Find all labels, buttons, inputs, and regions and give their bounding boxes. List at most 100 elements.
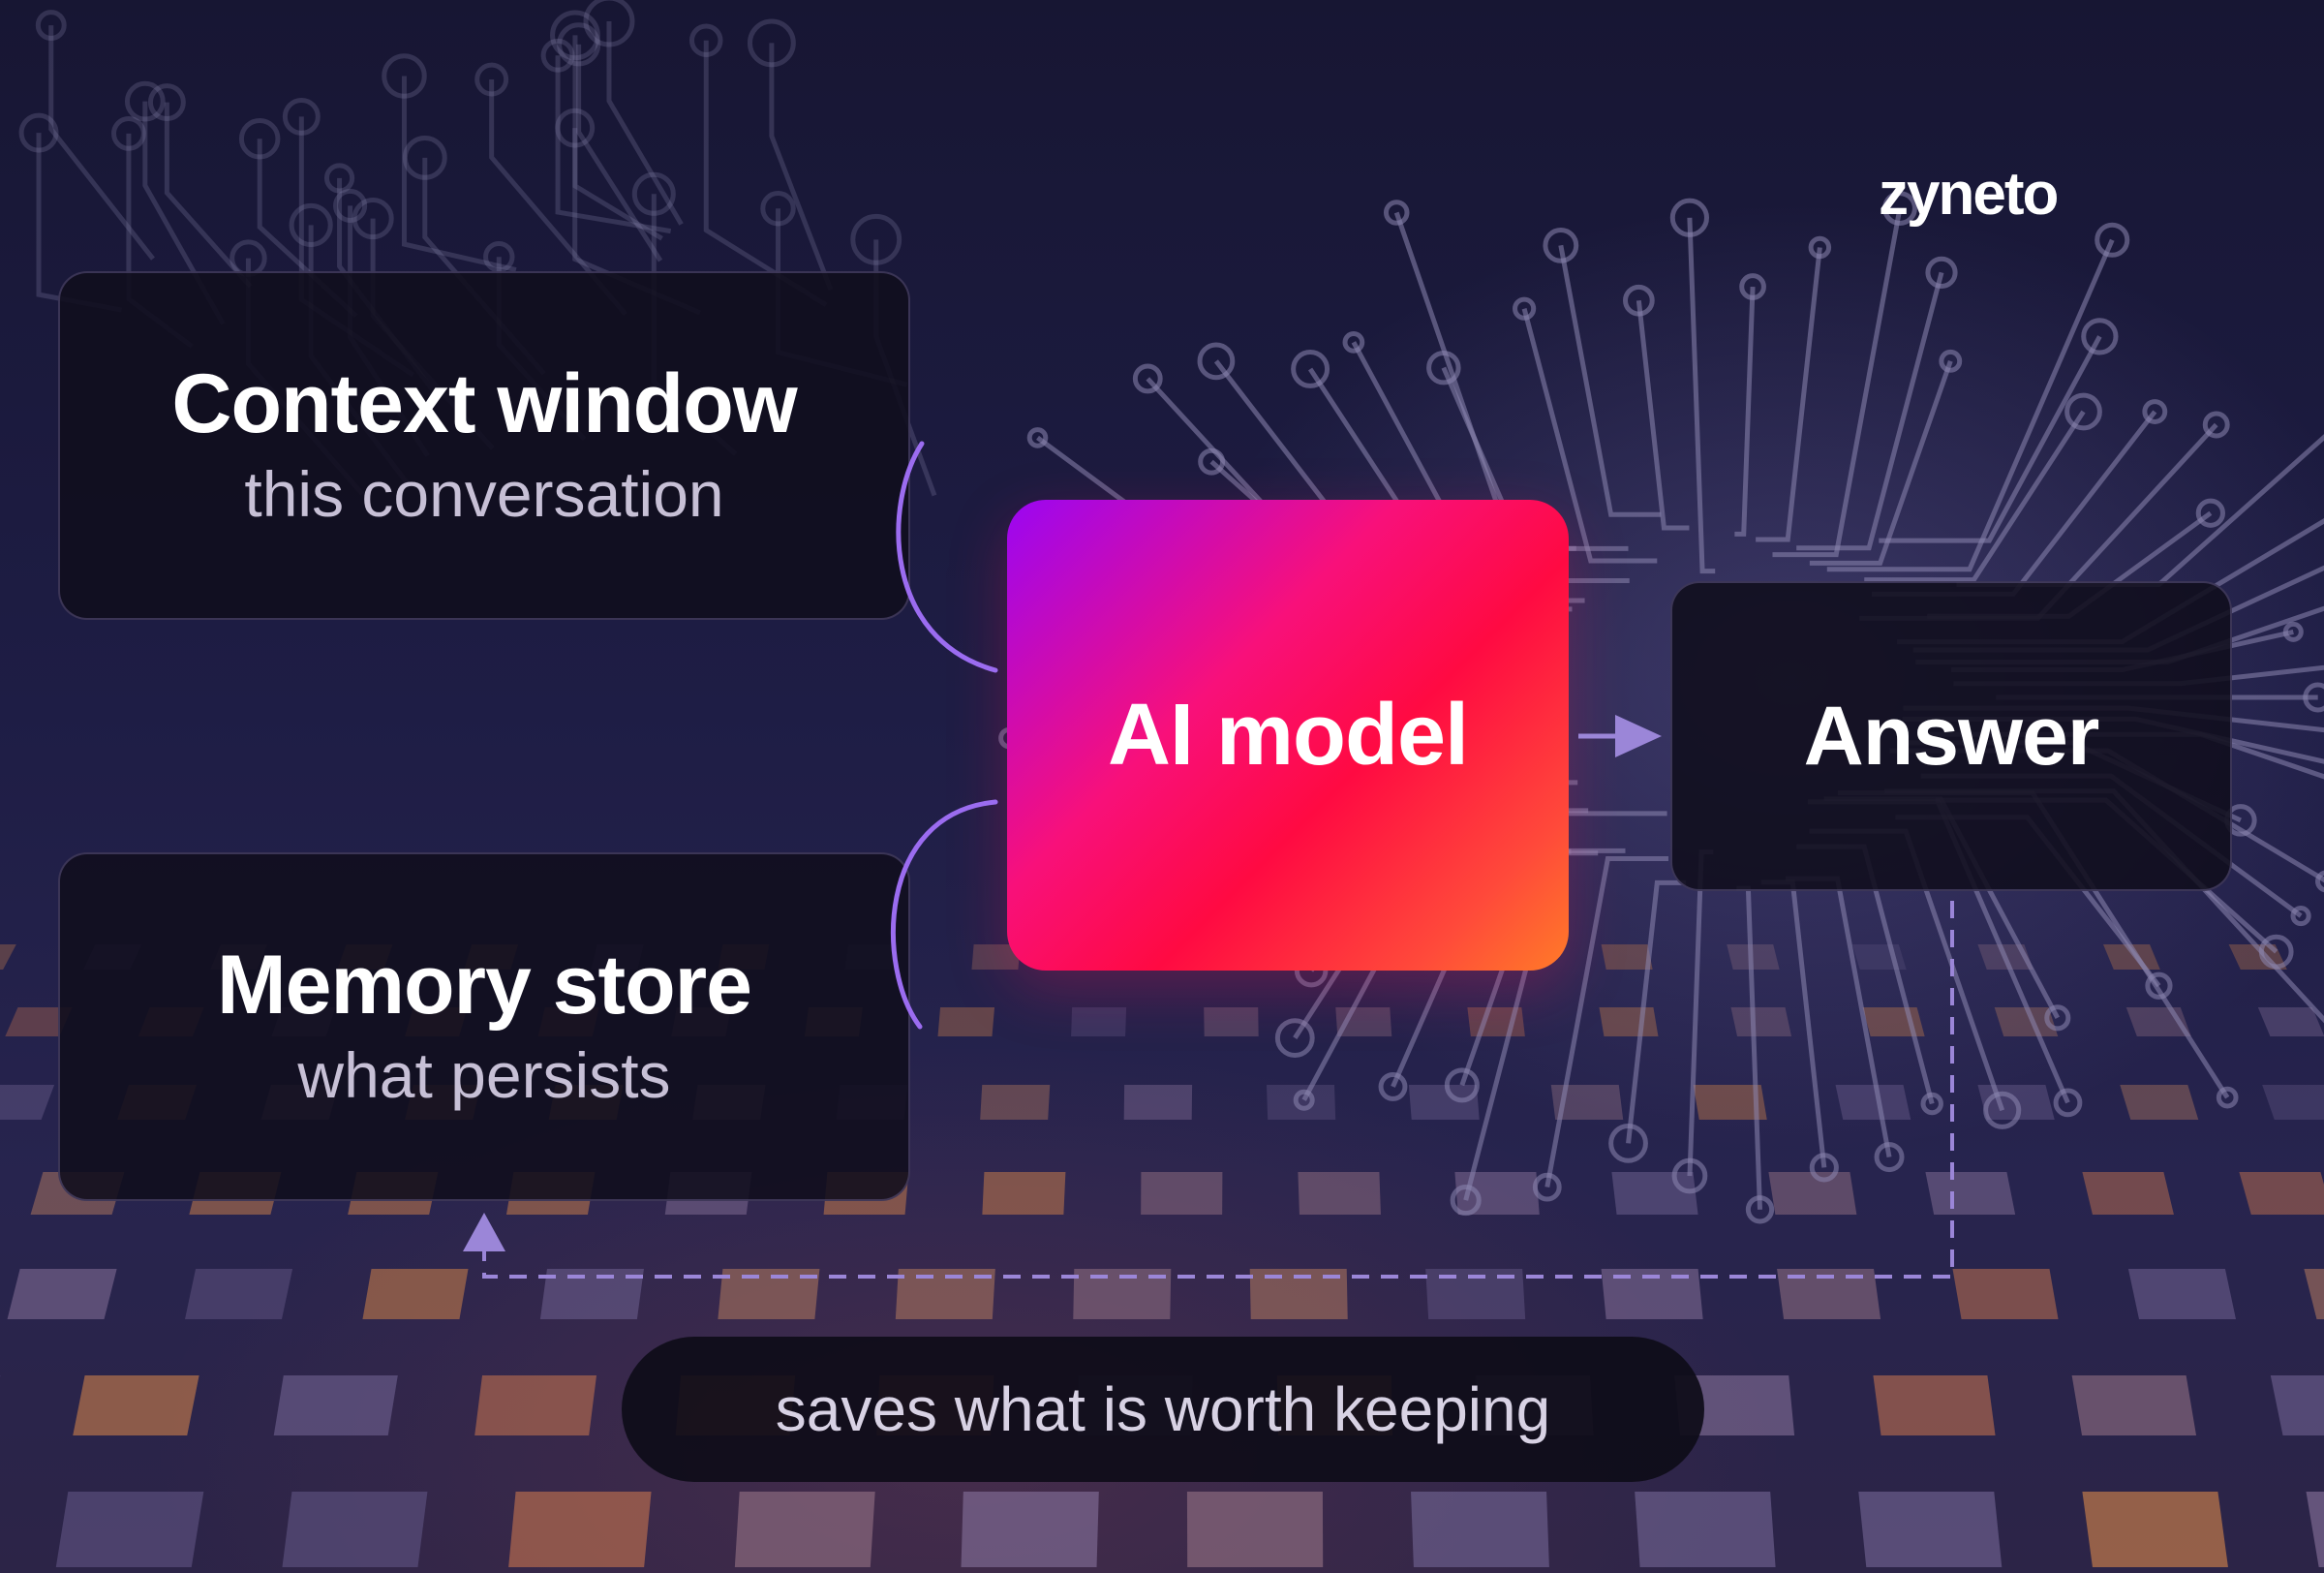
circuit-node xyxy=(747,18,796,68)
circuit-trace xyxy=(1558,244,1662,517)
circuit-node xyxy=(2282,621,2304,642)
memory-store-subtitle: what persists xyxy=(297,1038,671,1111)
answer-title: Answer xyxy=(1803,689,2100,783)
floor-tile xyxy=(1408,1085,1480,1120)
floor-tile xyxy=(1952,1269,2059,1319)
memory-store-node: Memory store what persists xyxy=(58,852,910,1201)
floor-tile xyxy=(1835,1085,1911,1120)
circuit-trace xyxy=(1756,247,1822,542)
circuit-node xyxy=(2202,411,2230,439)
floor-tile xyxy=(2270,1375,2324,1435)
floor-tile xyxy=(55,1492,204,1567)
floor-tile xyxy=(273,1375,398,1435)
circuit-node xyxy=(474,62,509,97)
floor-tile xyxy=(1768,1172,1857,1215)
circuit-node xyxy=(555,108,596,148)
circuit-node xyxy=(2053,1088,2083,1118)
circuit-node xyxy=(2314,870,2324,893)
circuit-trace xyxy=(48,25,155,261)
circuit-node xyxy=(124,80,166,122)
floor-tile xyxy=(1611,1172,1698,1215)
floor-tile xyxy=(2304,1269,2324,1319)
circuit-trace xyxy=(1871,410,2157,597)
circuit-node xyxy=(333,188,368,223)
context-window-title: Context window xyxy=(171,357,797,451)
circuit-node xyxy=(2216,1086,2239,1109)
ai-model-node: AI model xyxy=(1007,500,1569,971)
circuit-node xyxy=(2095,222,2130,258)
circuit-node xyxy=(1026,427,1049,448)
circuit-trace xyxy=(1636,299,1690,531)
floor-tile xyxy=(5,1007,73,1036)
circuit-node xyxy=(2303,682,2324,713)
circuit-node xyxy=(550,10,600,61)
floor-tile xyxy=(2306,1492,2324,1567)
circuit-node xyxy=(1739,273,1766,300)
floor-tile xyxy=(1601,1269,1703,1319)
floor-tile xyxy=(1851,944,1907,970)
answer-node: Answer xyxy=(1670,581,2232,891)
floor-tile xyxy=(982,1172,1066,1215)
floor-tile xyxy=(734,1492,875,1567)
circuit-node xyxy=(557,22,601,67)
circuit-node xyxy=(111,115,146,151)
floor-tile xyxy=(1599,1007,1659,1036)
circuit-node xyxy=(323,163,355,194)
circuit-trace xyxy=(576,44,663,262)
circuit-node xyxy=(1342,331,1365,354)
circuit-node xyxy=(1983,1091,2022,1129)
circuit-node xyxy=(1543,227,1579,263)
context-window-node: Context window this conversation xyxy=(58,271,910,620)
circuit-trace xyxy=(164,102,253,289)
circuit-node xyxy=(2290,905,2311,927)
circuit-trace xyxy=(1736,885,1762,1210)
floor-tile xyxy=(1601,944,1653,970)
circuit-trace xyxy=(1826,238,2115,572)
floor-tile xyxy=(2262,1085,2324,1120)
circuit-trace xyxy=(1879,335,2102,543)
circuit-node xyxy=(1808,235,1832,260)
floor-tile xyxy=(0,944,16,970)
circuit-node xyxy=(631,171,676,216)
circuit-trace xyxy=(1864,410,2086,583)
floor-tile xyxy=(2082,1172,2174,1215)
floor-tile xyxy=(0,1085,55,1120)
floor-tile xyxy=(1141,1172,1223,1215)
floor-tile xyxy=(539,1269,644,1319)
logo-text: zyneto xyxy=(1879,160,2059,228)
feedback-caption-text: saves what is worth keeping xyxy=(775,1374,1551,1444)
circuit-trace xyxy=(1393,211,1629,551)
floor-tile xyxy=(980,1085,1051,1120)
brand-logo: zyneto xyxy=(1879,155,2130,232)
circuit-node xyxy=(1882,191,1917,226)
circuit-node xyxy=(583,0,635,47)
floor-tile xyxy=(1777,1269,1881,1319)
circuit-node xyxy=(282,97,321,136)
floor-tile xyxy=(1204,1007,1259,1036)
floor-tile xyxy=(1073,1269,1172,1319)
circuit-node xyxy=(850,213,902,265)
floor-tile xyxy=(1411,1492,1549,1567)
circuit-trace xyxy=(769,43,834,291)
circuit-node xyxy=(2142,399,2168,424)
circuit-node xyxy=(2195,498,2225,528)
circuit-node xyxy=(289,202,333,247)
floor-tile xyxy=(895,1269,995,1319)
circuit-node xyxy=(147,83,186,122)
feedback-caption: saves what is worth keeping xyxy=(622,1337,1704,1482)
circuit-trace xyxy=(1521,308,1658,564)
floor-tile xyxy=(1730,1007,1792,1036)
circuit-node xyxy=(18,112,59,153)
floor-tile xyxy=(1298,1172,1381,1215)
floor-tile xyxy=(2103,944,2160,970)
floor-tile xyxy=(1674,1375,1795,1435)
floor-tile xyxy=(2257,1007,2324,1036)
circuit-trace xyxy=(1687,217,1716,574)
context-window-subtitle: this conversation xyxy=(244,457,724,530)
floor-tile xyxy=(362,1269,469,1319)
circuit-node xyxy=(1197,342,1236,381)
circuit-node xyxy=(2064,392,2102,431)
circuit-trace xyxy=(401,76,517,273)
circuit-trace xyxy=(1796,271,1944,551)
